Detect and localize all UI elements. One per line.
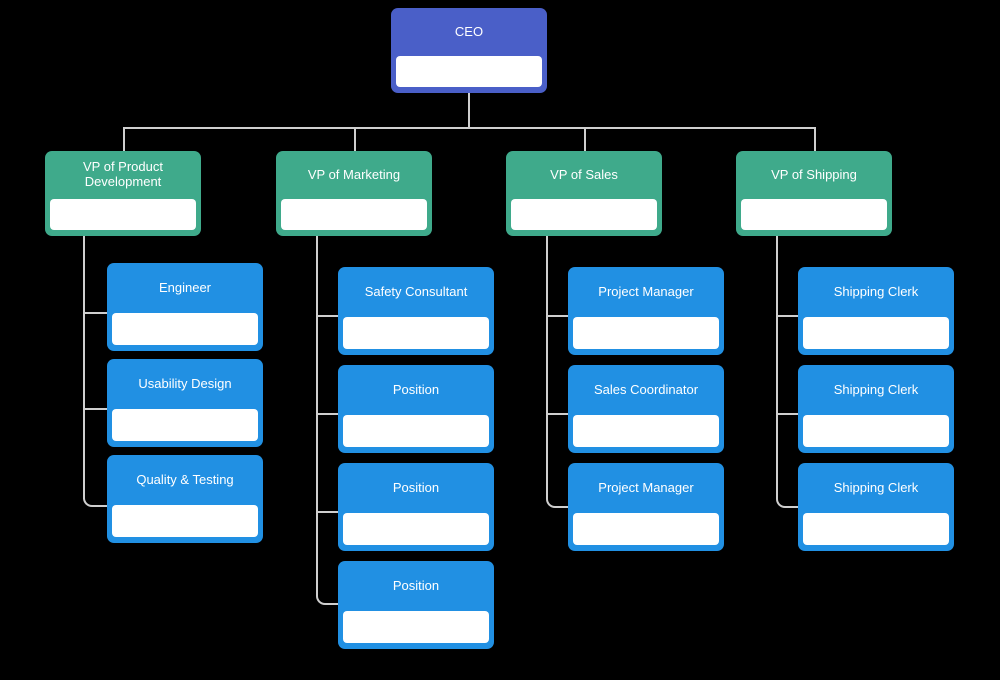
node-usability-design-body[interactable] [112, 409, 258, 441]
connector-drop-vp-marketing [354, 127, 356, 151]
node-vp-marketing[interactable]: VP of Marketing [276, 151, 432, 236]
node-vp-product-development[interactable]: VP of Product Development [45, 151, 201, 236]
connector-drop-vp-product [123, 127, 125, 151]
node-safety-consultant[interactable]: Safety Consultant [338, 267, 494, 355]
node-vp-shipping-title: VP of Shipping [771, 166, 857, 182]
node-project-manager-1-body[interactable] [573, 317, 719, 349]
node-usability-design[interactable]: Usability Design [107, 359, 263, 447]
node-sales-coordinator-body[interactable] [573, 415, 719, 447]
node-quality-testing[interactable]: Quality & Testing [107, 455, 263, 543]
node-safety-consultant-body[interactable] [343, 317, 489, 349]
node-ceo-body[interactable] [396, 56, 542, 87]
node-shipping-clerk-3-title: Shipping Clerk [833, 479, 919, 495]
connector-stub-shipping-clerk-2 [776, 413, 800, 415]
connector-drop-vp-sales [584, 127, 586, 151]
node-shipping-clerk-2-body[interactable] [803, 415, 949, 447]
node-vp-sales-title: VP of Sales [550, 166, 618, 182]
connector-trunk-shipping [776, 232, 778, 499]
node-marketing-position-3[interactable]: Position [338, 561, 494, 649]
node-sales-coordinator[interactable]: Sales Coordinator [568, 365, 724, 453]
node-marketing-position-2-body[interactable] [343, 513, 489, 545]
node-project-manager-2-body[interactable] [573, 513, 719, 545]
node-marketing-position-1-body[interactable] [343, 415, 489, 447]
connector-stub-shipping-clerk-1 [776, 315, 800, 317]
node-ceo[interactable]: CEO [391, 8, 547, 93]
connector-trunk-product [83, 232, 85, 499]
node-vp-shipping[interactable]: VP of Shipping [736, 151, 892, 236]
node-engineer-title: Engineer [158, 279, 212, 295]
connector-trunk-sales [546, 232, 548, 499]
connector-stub-usability [83, 408, 108, 410]
connector-vp-bus [123, 127, 816, 129]
node-vp-sales-body[interactable] [511, 199, 657, 230]
node-vp-product-development-title: VP of Product Development [83, 159, 163, 189]
node-shipping-clerk-2[interactable]: Shipping Clerk [798, 365, 954, 453]
node-ceo-title: CEO [454, 23, 484, 39]
node-marketing-position-3-body[interactable] [343, 611, 489, 643]
connector-elbow-shipping-clerk-3 [776, 491, 802, 508]
connector-stub-position-2 [316, 511, 340, 513]
node-vp-product-development-body[interactable] [50, 199, 196, 230]
connector-stub-engineer [83, 312, 108, 314]
connector-elbow-quality [83, 490, 110, 507]
node-shipping-clerk-2-title: Shipping Clerk [833, 381, 919, 397]
node-shipping-clerk-1-body[interactable] [803, 317, 949, 349]
connector-stub-safety [316, 315, 340, 317]
node-vp-marketing-title: VP of Marketing [307, 166, 401, 182]
node-marketing-position-2[interactable]: Position [338, 463, 494, 551]
connector-stub-position-1 [316, 413, 340, 415]
node-vp-sales[interactable]: VP of Sales [506, 151, 662, 236]
node-shipping-clerk-3[interactable]: Shipping Clerk [798, 463, 954, 551]
node-marketing-position-1[interactable]: Position [338, 365, 494, 453]
node-usability-design-title: Usability Design [138, 375, 232, 391]
node-marketing-position-3-title: Position [392, 577, 440, 593]
node-quality-testing-title: Quality & Testing [136, 471, 234, 487]
connector-drop-vp-shipping [814, 127, 816, 151]
node-engineer-body[interactable] [112, 313, 258, 345]
node-shipping-clerk-1-title: Shipping Clerk [833, 283, 919, 299]
connector-stub-sales-coordinator [546, 413, 570, 415]
node-marketing-position-1-title: Position [392, 381, 440, 397]
node-marketing-position-2-title: Position [392, 479, 440, 495]
node-project-manager-1[interactable]: Project Manager [568, 267, 724, 355]
node-vp-shipping-body[interactable] [741, 199, 887, 230]
connector-stub-project-manager-1 [546, 315, 570, 317]
node-project-manager-1-title: Project Manager [598, 283, 694, 299]
connector-elbow-position-3 [316, 588, 342, 605]
node-vp-marketing-body[interactable] [281, 199, 427, 230]
node-project-manager-2-title: Project Manager [598, 479, 694, 495]
connector-ceo-stem [468, 93, 470, 127]
node-quality-testing-body[interactable] [112, 505, 258, 537]
node-shipping-clerk-3-body[interactable] [803, 513, 949, 545]
connector-elbow-project-manager-2 [546, 491, 572, 508]
node-engineer[interactable]: Engineer [107, 263, 263, 351]
node-shipping-clerk-1[interactable]: Shipping Clerk [798, 267, 954, 355]
node-project-manager-2[interactable]: Project Manager [568, 463, 724, 551]
node-safety-consultant-title: Safety Consultant [364, 283, 468, 299]
node-sales-coordinator-title: Sales Coordinator [593, 381, 699, 397]
